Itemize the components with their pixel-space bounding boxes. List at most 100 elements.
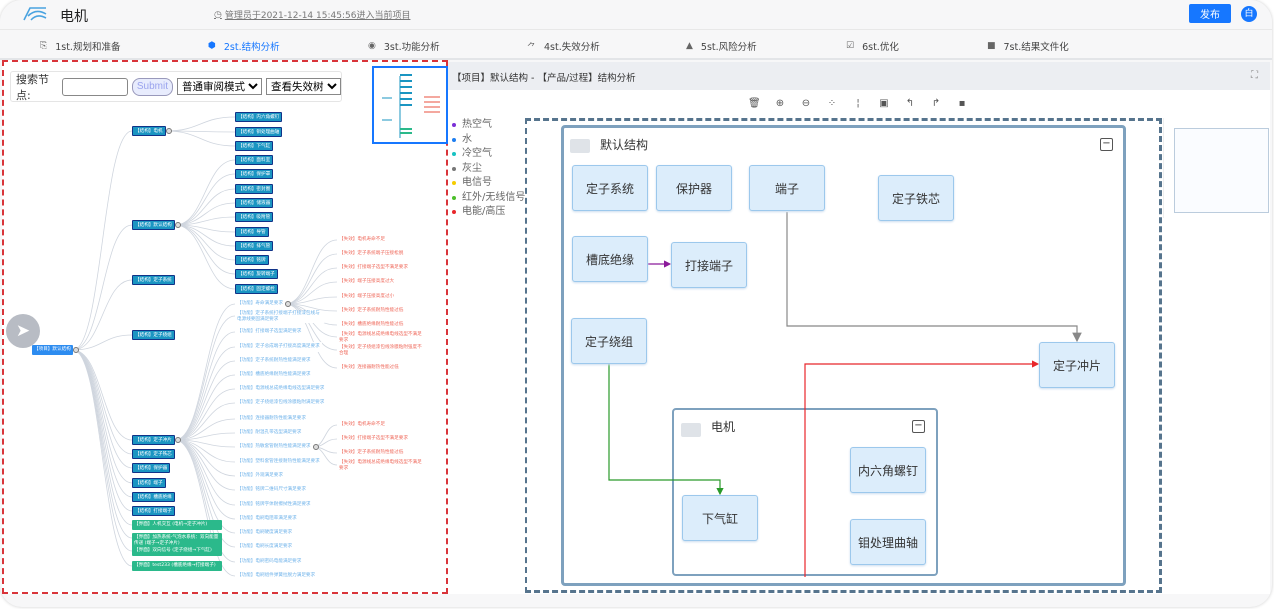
mindmap-function-node[interactable]: 【功能】电刷长度满足要求 xyxy=(235,542,295,552)
mindmap-failure-node[interactable]: 【失效】端子压接高度过大 xyxy=(337,277,397,287)
mindmap-function-node[interactable]: 【功能】铭牌字体耐擦拭性满足要求 xyxy=(235,500,313,510)
mindmap-function-node[interactable]: 【功能】铭牌二维码尺寸满足要求 xyxy=(235,485,308,495)
block-hex-screw[interactable]: 内六角螺钉 xyxy=(850,447,926,493)
avatar[interactable]: 白 xyxy=(1241,6,1257,22)
mindmap-structure-node[interactable]: 【结构】导管 xyxy=(235,226,269,237)
legend-item[interactable]: 电信号 xyxy=(452,176,525,191)
mode-select[interactable]: 普通审阅模式 xyxy=(177,78,262,95)
redo-icon[interactable]: ↱ xyxy=(931,98,941,109)
legend-item[interactable]: 电能/高压 xyxy=(452,205,525,220)
mindmap-function-node[interactable]: 【功能】电刷硬度满足要求 xyxy=(235,528,295,538)
mindmap-function-node[interactable]: 【功能】耐温孔带选型满足要求 xyxy=(235,428,304,438)
mindmap-failure-node[interactable]: 【失效】定子绕组漆包线涂膜粘附强度不合理 xyxy=(337,345,427,357)
mindmap-structure-node[interactable]: 【结构】面料室 xyxy=(235,155,274,165)
fit-icon[interactable]: ⁘ xyxy=(827,98,837,109)
mindmap-function-node[interactable]: 【功能】热敏套管耐热性能满足要求 xyxy=(235,442,313,452)
mindmap-structure-node[interactable]: 【结构】打接端子 xyxy=(132,506,175,516)
mindmap-structure-node[interactable]: 【结构】钼处理曲轴 xyxy=(235,127,283,137)
view-select[interactable]: 查看失效树 xyxy=(266,78,341,95)
tab-step5[interactable]: ▲5st.风险分析 xyxy=(686,39,757,53)
mindmap-structure-node[interactable]: 【结构】排气管 xyxy=(235,240,274,251)
legend-item[interactable]: 灰尘 xyxy=(452,162,525,177)
mindmap-structure-node[interactable]: 【结构】固定螺栓 xyxy=(235,283,278,294)
tab-step1[interactable]: ⎘1st.规划和准备 xyxy=(40,39,120,53)
fullscreen-icon[interactable]: ⛶ xyxy=(1251,70,1258,81)
mindmap-structure-node[interactable]: 【结构】旋转端子 xyxy=(235,269,278,280)
block-protector[interactable]: 保护器 xyxy=(656,165,732,211)
block-lower-cylinder[interactable]: 下气缸 xyxy=(682,495,758,541)
mindmap-interface-node[interactable]: 【界面】双向信号 (定子绕组→下气缸) xyxy=(132,546,222,556)
mindmap-structure-node[interactable]: 【结构】默认结构 xyxy=(132,220,175,230)
legend-item[interactable]: 红外/无线信号 xyxy=(452,191,525,206)
delete-icon[interactable]: 🗑 xyxy=(748,98,761,109)
mindmap-minimap[interactable] xyxy=(372,66,448,144)
collapse-icon[interactable]: − xyxy=(912,420,925,433)
mindmap-structure-node[interactable]: 【结构】内六角螺钉 xyxy=(235,112,283,122)
legend-item[interactable]: 冷空气 xyxy=(452,147,525,162)
mindmap-structure-node[interactable]: 【结构】定子系统 xyxy=(132,275,175,285)
collapse-toggle-icon[interactable] xyxy=(166,128,172,134)
mindmap-structure-node[interactable]: 【结构】定子铁芯 xyxy=(132,449,175,459)
mindmap-function-node[interactable]: 【功能】定子系统打接端子打接漆包线与电源线要固满足要求 xyxy=(235,311,325,323)
publish-button[interactable]: 发布 xyxy=(1189,4,1231,23)
mindmap-structure-node[interactable]: 【结构】铭牌 xyxy=(235,255,269,266)
submit-button[interactable]: Submit xyxy=(131,77,173,96)
tab-step2[interactable]: ⬢2st.结构分析 xyxy=(208,39,280,53)
mindmap-failure-node[interactable]: 【失效】电机寿命不足 xyxy=(337,235,387,245)
tab-step7[interactable]: ■7st.结果文件化 xyxy=(987,39,1069,53)
mindmap-structure-node[interactable]: 【结构】电机 xyxy=(132,126,166,136)
mindmap-function-node[interactable]: 【功能】塑料套管连接耐热性能满足要求 xyxy=(235,457,322,467)
mindmap-function-node[interactable]: 【功能】定子系统耐热性能满足要求 xyxy=(235,356,313,366)
undo-icon[interactable]: ↰ xyxy=(905,98,915,109)
mindmap-structure-node[interactable]: 【结构】吸附管 xyxy=(235,212,274,223)
mindmap-interface-node[interactable]: 【界面】test233 (槽底绝缘→打接端子) xyxy=(132,561,222,571)
mindmap-root-node[interactable]: 【项目】默认结构 xyxy=(32,345,73,355)
legend-item[interactable]: 水 xyxy=(452,133,525,148)
collapse-toggle-icon[interactable] xyxy=(313,444,319,450)
mindmap-function-node[interactable]: 【功能】电刷组件弹簧拉脱力满足要求 xyxy=(235,571,318,581)
mindmap-failure-node[interactable]: 【失效】电源线总成绝缘电线选型不满足要求 xyxy=(337,460,427,472)
block-stator-core[interactable]: 定子铁芯 xyxy=(878,175,954,221)
mindmap-failure-node[interactable]: 【失效】电机寿命不足 xyxy=(337,420,387,430)
tab-step6[interactable]: ☑6st.优化 xyxy=(846,39,899,53)
mindmap-failure-node[interactable]: 【失效】槽底绝缘耐热性能过低 xyxy=(337,320,406,330)
mindmap-failure-node[interactable]: 【失效】打接端子选型不满足要求 xyxy=(337,434,410,444)
mindmap-structure-node[interactable]: 【结构】定子绕组 xyxy=(132,330,175,340)
save-icon[interactable]: ▪ xyxy=(958,98,966,109)
block-slot-insulation[interactable]: 槽底绝缘 xyxy=(572,236,648,282)
group-default-structure[interactable] xyxy=(561,125,1126,586)
mindmap-function-node[interactable]: 【功能】槽底绝缘耐热性能满足要求 xyxy=(235,370,313,380)
mindmap-failure-node[interactable]: 【失效】定子系统耐热性能过低 xyxy=(337,306,406,316)
mindmap-interface-node[interactable]: 【界面】人机交互 (电机→定子冲片) xyxy=(132,520,222,530)
mindmap-structure-node[interactable]: 【结构】保护罩 xyxy=(235,169,274,180)
legend-item[interactable]: 热空气 xyxy=(452,118,525,133)
block-crimp-terminal[interactable]: 打接端子 xyxy=(671,242,747,288)
zoom-in-icon[interactable]: ⊕ xyxy=(775,98,785,109)
block-crankshaft[interactable]: 钼处理曲轴 xyxy=(850,519,926,565)
mindmap-function-node[interactable]: 【功能】电源线总成绝缘电线选型满足要求 xyxy=(235,384,327,394)
mindmap-function-node[interactable]: 【功能】连接器耐热性能满足要求 xyxy=(235,414,308,424)
collapse-toggle-icon[interactable] xyxy=(285,301,291,307)
collapse-toggle-icon[interactable] xyxy=(175,437,181,443)
mindmap-function-node[interactable]: 【功能】寿命满足要求 xyxy=(235,299,285,309)
locate-icon[interactable]: ➤ xyxy=(6,314,40,348)
mindmap-structure-node[interactable]: 【结构】定子冲片 xyxy=(132,435,175,445)
export-image-icon[interactable]: ▣ xyxy=(879,98,889,109)
collapse-toggle-icon[interactable] xyxy=(73,347,79,353)
tab-step3[interactable]: ◉3st.功能分析 xyxy=(368,39,440,53)
mindmap-interface-node[interactable]: 【界面】加热系统-气泡水系统：双向能量传递 (端子→定子冲片) xyxy=(132,533,222,549)
collapse-toggle-icon[interactable] xyxy=(175,222,181,228)
actual-size-icon[interactable]: ¦ xyxy=(856,98,860,109)
mindmap-failure-node[interactable]: 【失效】定子系统端子压接松脱 xyxy=(337,249,406,259)
mindmap-structure-node[interactable]: 【结构】储液器 xyxy=(235,197,274,208)
block-stator-winding[interactable]: 定子绕组 xyxy=(571,318,647,364)
mindmap-function-node[interactable]: 【功能】定子总成端子打接高度满足要求 xyxy=(235,342,322,352)
search-input[interactable] xyxy=(61,77,128,96)
mindmap-function-node[interactable]: 【功能】定子绕组漆包线涂膜粘附满足要求 xyxy=(235,398,327,408)
mindmap-failure-node[interactable]: 【失效】定子系统耐热性能过低 xyxy=(337,448,406,458)
tab-step4[interactable]: ⺈4st.失效分析 xyxy=(527,39,600,53)
block-stator-system[interactable]: 定子系统 xyxy=(572,165,648,211)
mindmap-function-node[interactable]: 【功能】电刷电阻率满足要求 xyxy=(235,514,299,524)
mindmap-function-node[interactable]: 【功能】电刷密码电能满足要求 xyxy=(235,557,304,567)
block-stator-lamination[interactable]: 定子冲片 xyxy=(1039,342,1115,388)
